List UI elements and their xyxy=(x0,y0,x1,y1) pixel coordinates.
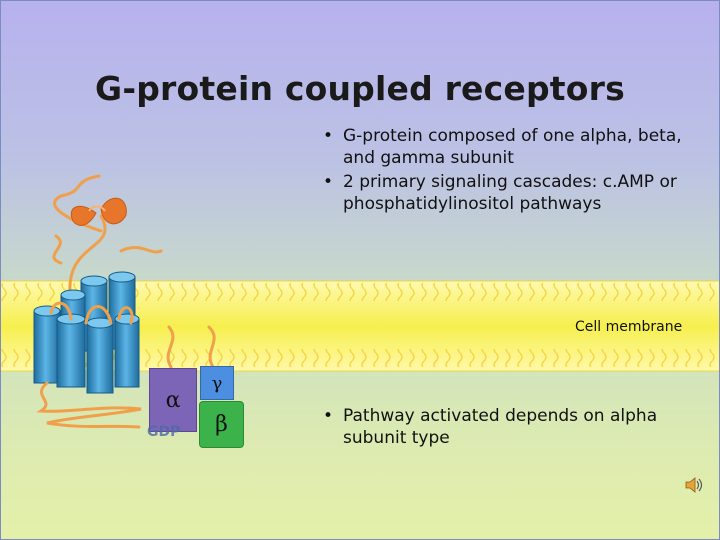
bullet-item: 2 primary signaling cascades: c.AMP or p… xyxy=(319,171,719,215)
bullet-item: G-protein composed of one alpha, beta, a… xyxy=(319,125,719,169)
beta-symbol: β xyxy=(215,412,228,437)
receptor-helices xyxy=(33,271,140,394)
speaker-icon[interactable] xyxy=(683,474,705,496)
gamma-symbol: γ xyxy=(211,372,223,394)
gamma-subunit: γ xyxy=(200,366,234,400)
bullet-list-top: G-protein composed of one alpha, beta, a… xyxy=(319,125,719,217)
gdp-label: GDP xyxy=(147,424,181,440)
c-terminal-tail xyxy=(36,381,142,429)
slide-title: G-protein coupled receptors xyxy=(95,69,625,109)
bullet-item: Pathway activated depends on alpha subun… xyxy=(319,405,719,449)
lipid-anchors xyxy=(166,325,216,369)
ligand xyxy=(70,197,127,226)
helix-loops xyxy=(49,301,134,325)
beta-subunit: β xyxy=(199,401,244,448)
alpha-symbol: α xyxy=(165,387,181,413)
bullet-list-bottom: Pathway activated depends on alpha subun… xyxy=(319,405,719,451)
alpha-subunit: α xyxy=(149,368,197,432)
cell-membrane-label: Cell membrane xyxy=(575,319,683,335)
